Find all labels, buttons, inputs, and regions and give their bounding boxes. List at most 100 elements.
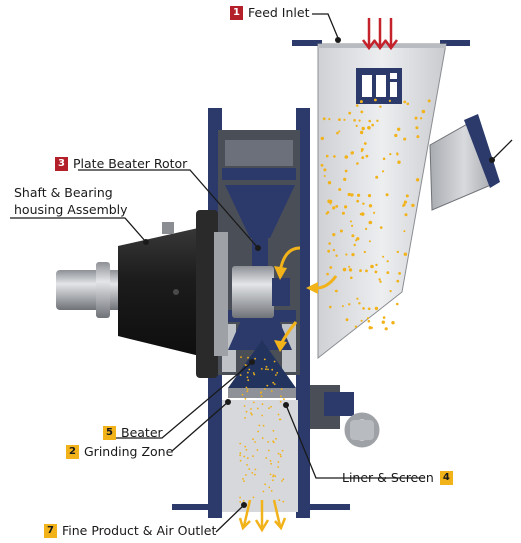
particle: [360, 150, 363, 153]
fine-particle: [261, 414, 263, 417]
particle: [325, 154, 329, 158]
fine-particle: [251, 472, 254, 474]
fine-particle: [271, 368, 274, 371]
fine-particle: [277, 466, 280, 468]
shaft-bearing-line2: housing Assembly: [14, 202, 128, 217]
particle: [328, 242, 331, 245]
fine-particle: [252, 401, 255, 404]
fine-particle: [280, 388, 283, 390]
particle: [365, 269, 368, 273]
fine-particle: [239, 374, 242, 376]
fine-particle: [239, 496, 242, 499]
particle: [335, 289, 338, 293]
label-beater: 5 Beater: [103, 425, 163, 440]
particle: [335, 205, 339, 208]
particle: [322, 117, 326, 121]
outlet-duct: [172, 400, 350, 512]
fine-particle: [279, 400, 282, 403]
fine-particle: [272, 474, 275, 477]
particle: [356, 237, 360, 241]
fine-particle: [270, 490, 273, 492]
particle: [385, 193, 389, 197]
particle: [382, 157, 386, 161]
particle: [360, 110, 364, 114]
fine-particle: [258, 424, 261, 427]
particle: [327, 199, 331, 204]
fine-particle: [279, 453, 282, 456]
particle: [354, 325, 358, 328]
particle: [335, 254, 338, 257]
particle: [350, 193, 354, 197]
particle: [356, 162, 359, 165]
particle: [356, 199, 360, 203]
shaft-bearing-line1: Shaft & Bearing: [14, 185, 113, 200]
fine-particle: [274, 475, 277, 478]
badge-3: 3: [55, 156, 68, 171]
grinding-zone-text: Grinding Zone: [84, 444, 174, 459]
fine-particle: [251, 413, 253, 416]
fine-particle: [281, 480, 283, 482]
fine-particle: [250, 408, 252, 410]
leader-lines: [10, 13, 513, 533]
fine-particle: [239, 459, 242, 462]
fine-particle: [245, 449, 248, 451]
fine-particle: [248, 368, 251, 371]
fine-particle: [257, 430, 260, 433]
label-shaft-bearing: Shaft & Bearing housing Assembly: [14, 184, 128, 218]
badge-7: 7: [44, 523, 57, 538]
fine-particle: [252, 455, 254, 457]
particle: [371, 123, 375, 127]
particle: [421, 109, 426, 114]
fine-particle: [277, 452, 280, 455]
particle: [336, 131, 339, 135]
particle: [361, 212, 365, 216]
fine-particle: [250, 412, 252, 415]
particle: [357, 193, 361, 197]
particle: [396, 302, 399, 306]
particle: [355, 104, 359, 107]
plate-beater-rotor-text: Plate Beater Rotor: [73, 156, 188, 171]
particle: [351, 234, 355, 238]
particle: [338, 130, 341, 133]
fine-particle: [244, 364, 247, 366]
particle: [374, 98, 377, 102]
particle: [347, 192, 351, 197]
fine-particle: [252, 372, 255, 374]
fine-particle: [263, 358, 266, 361]
fine-particle: [262, 424, 265, 427]
fine-particle: [272, 440, 274, 443]
fine-particle: [278, 499, 281, 502]
particle: [361, 156, 365, 160]
particle: [329, 305, 332, 309]
fine-particle: [265, 457, 268, 459]
particle: [394, 133, 398, 138]
particle: [379, 105, 382, 108]
fine-particle: [247, 356, 249, 359]
particle: [339, 229, 343, 233]
particle: [361, 126, 365, 131]
particle: [370, 264, 374, 269]
brand-logo-icon: [356, 68, 402, 104]
side-chute: [429, 114, 500, 211]
particle: [382, 255, 385, 258]
particle: [326, 272, 329, 276]
particle: [396, 279, 400, 283]
fine-particle: [272, 381, 275, 384]
fine-particle: [243, 455, 246, 458]
fine-particle: [246, 388, 249, 391]
grinding-zone: [228, 340, 296, 398]
particle: [359, 130, 364, 135]
particle: [367, 307, 371, 311]
particle: [351, 151, 355, 154]
beater-text: Beater: [121, 425, 163, 440]
fine-particle: [254, 441, 256, 443]
fine-particle: [256, 449, 259, 451]
fine-particle: [279, 418, 282, 421]
fine-particle: [254, 357, 256, 360]
particle: [360, 319, 363, 322]
fine-particle: [244, 445, 247, 448]
fine-particle: [256, 407, 259, 410]
label-grinding-zone: 2 Grinding Zone: [66, 444, 173, 459]
fine-particle: [276, 372, 279, 374]
particle: [427, 99, 431, 103]
